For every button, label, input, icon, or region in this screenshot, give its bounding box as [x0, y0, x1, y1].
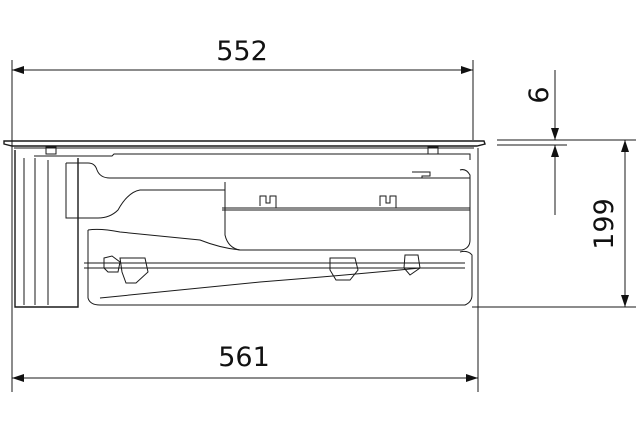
extension-lines	[11, 60, 636, 392]
dimension-label-561: 561	[218, 342, 270, 373]
cooktop-glass-plate	[3, 140, 486, 155]
dimension-plate-thickness: 6	[524, 70, 559, 215]
dimension-label-6: 6	[524, 86, 555, 103]
dimension-bottom-width: 561	[12, 342, 478, 382]
dimension-top-width: 552	[12, 36, 473, 74]
dimension-label-199: 199	[589, 198, 620, 250]
appliance-housing	[14, 150, 473, 308]
dimension-height: 199	[589, 140, 629, 307]
dimension-label-552: 552	[216, 36, 268, 67]
